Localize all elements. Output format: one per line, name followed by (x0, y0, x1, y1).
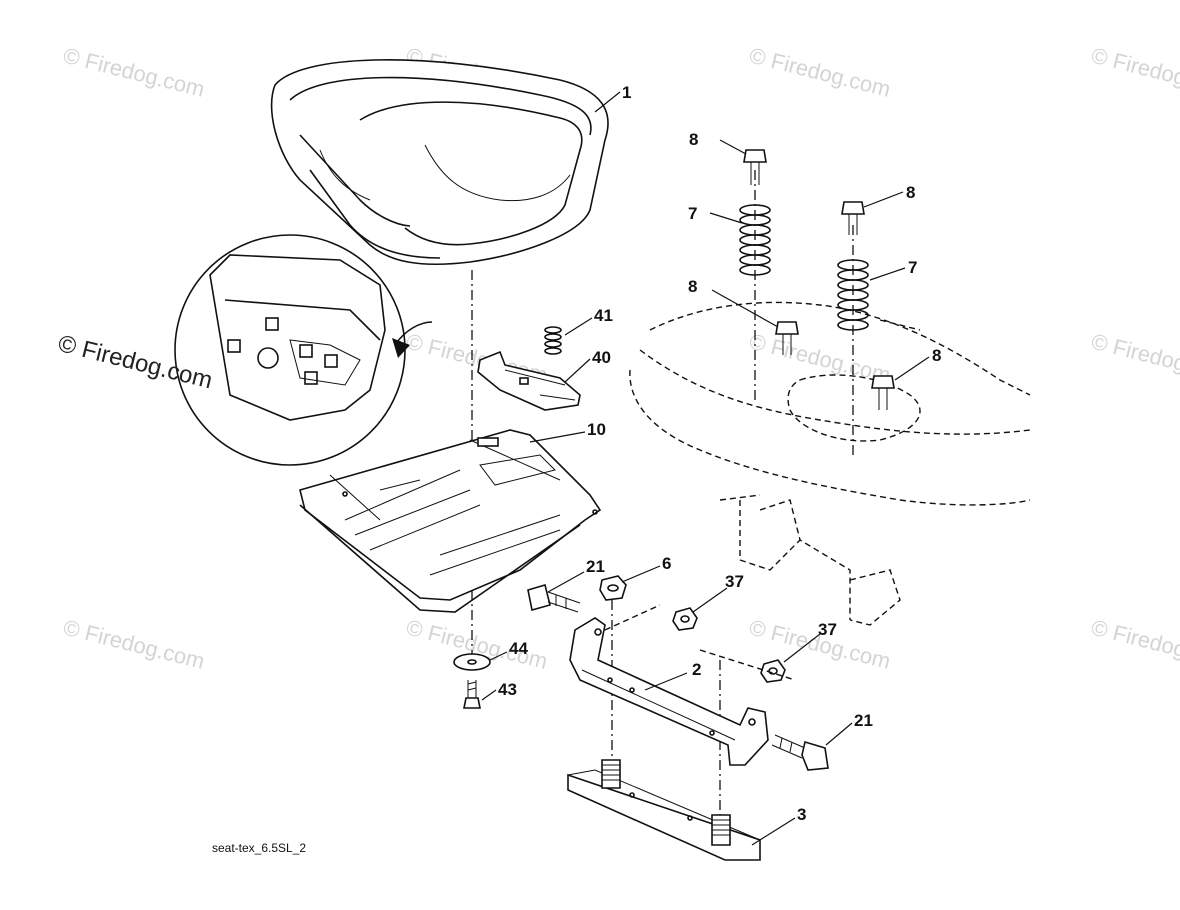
inset-detail (174, 234, 433, 466)
callout-bolt: 8 (932, 346, 941, 365)
callout-nut-6: 6 (662, 554, 671, 573)
bolt-upper-left (743, 149, 767, 185)
watermark: © Firedog.com (747, 43, 893, 102)
nut-37-upper (672, 607, 698, 631)
watermark: © Firedog.com (1089, 615, 1180, 674)
callout-spring: 7 (908, 258, 917, 277)
small-spring (544, 326, 562, 355)
watermark: © Firedog.com (1089, 329, 1180, 388)
leader-lines (481, 91, 930, 846)
bolt-upper-right (841, 201, 865, 235)
bracket-2 (569, 604, 796, 766)
callout-bolt-21: 21 (586, 557, 605, 576)
seat (270, 59, 609, 266)
watermark: © Firedog.com (1089, 43, 1180, 102)
spring-left (739, 204, 771, 276)
watermark: © Firedog.com (61, 615, 207, 674)
callout-bolt: 8 (689, 130, 698, 149)
callout-screw-43: 43 (498, 680, 517, 699)
bolt-lower-right (871, 375, 895, 410)
callout-switch-bracket: 40 (592, 348, 611, 367)
switch-bracket (477, 350, 581, 411)
callout-seat: 1 (622, 83, 631, 102)
callout-small-spring: 41 (594, 306, 613, 325)
callout-bracket-2: 2 (692, 660, 701, 679)
nut-37-lower (760, 659, 786, 683)
callout-seat-pan: 10 (587, 420, 606, 439)
watermark: © Firedog.com (61, 43, 207, 102)
tractor-frame-outline (629, 301, 1031, 626)
callout-nut-37: 37 (725, 572, 744, 591)
washer (453, 653, 491, 671)
callout-washer-44: 44 (509, 639, 528, 658)
spring-right (837, 259, 869, 331)
callout-bolt: 8 (906, 183, 915, 202)
bolt-21-left (527, 583, 581, 613)
plate-3 (567, 759, 761, 861)
callout-bolt-21: 21 (854, 711, 873, 730)
seat-pan (299, 429, 602, 613)
callout-plate-3: 3 (797, 805, 806, 824)
callout-nut-37: 37 (818, 620, 837, 639)
callout-bolt: 8 (688, 277, 697, 296)
callout-labels: 1 8 7 8 7 8 8 41 40 10 21 6 37 37 44 43 … (498, 83, 941, 824)
nut-6 (599, 575, 627, 601)
callout-spring: 7 (688, 204, 697, 223)
diagram-caption: seat-tex_6.5SL_2 (212, 841, 307, 855)
screw (463, 680, 481, 709)
bolt-lower-left (775, 321, 799, 355)
bolt-21-right (771, 734, 829, 771)
